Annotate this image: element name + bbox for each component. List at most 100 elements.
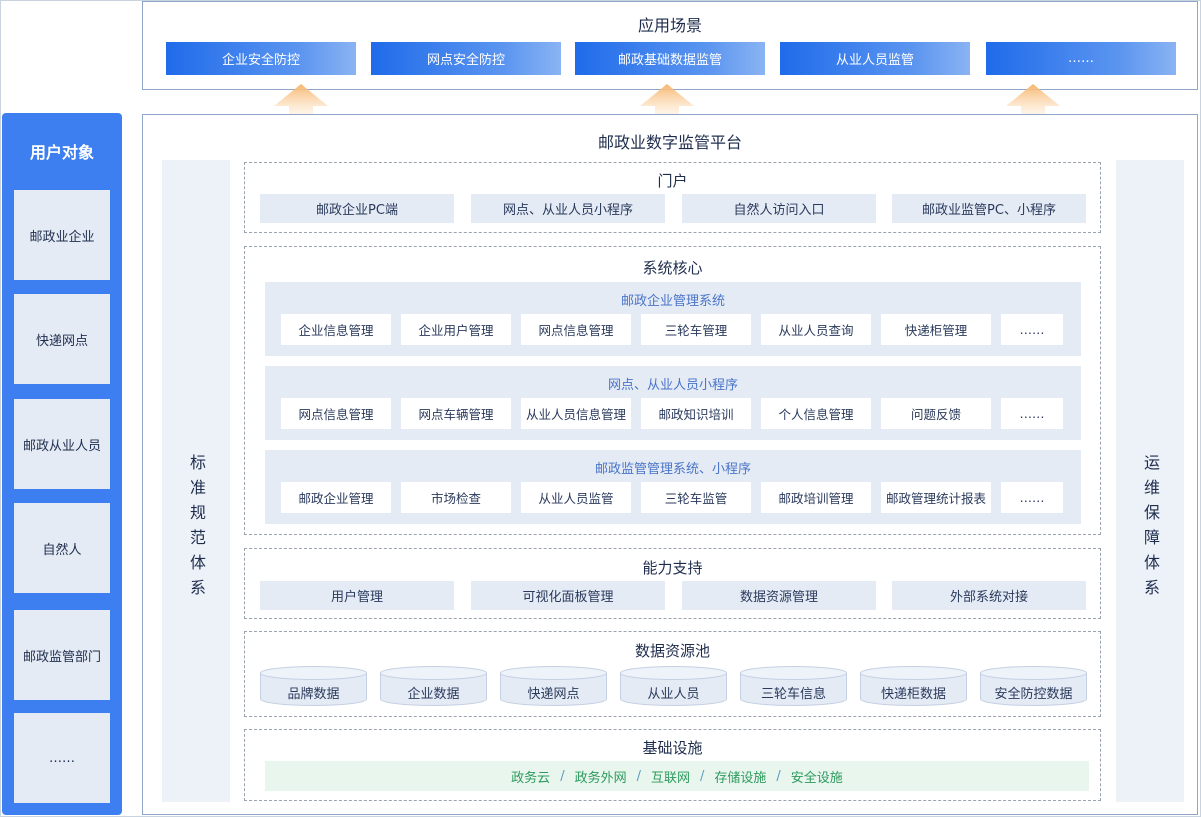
module-item: 三轮车管理 [641, 314, 751, 345]
scenarios-title: 应用场景 [637, 16, 702, 35]
portal-item: 邮政企业PC端 [260, 194, 454, 223]
module-item: 从业人员信息管理 [521, 398, 631, 429]
up-arrow-icon [1006, 84, 1060, 118]
standards-sidebar: 标准规范体系 [162, 160, 230, 802]
data-pool-title: 数据资源池 [634, 642, 710, 660]
data-cylinder: 三轮车信息 [740, 666, 847, 706]
core-title: 系统核心 [642, 259, 703, 277]
portal-section: 门户 邮政企业PC端 网点、从业人员小程序 自然人访问入口 邮政业监管PC、小程… [244, 162, 1101, 233]
infrastructure-separator: / [776, 768, 781, 784]
module-item: 邮政知识培训 [641, 398, 751, 429]
operations-label: 运维保障体系 [1141, 454, 1160, 604]
capability-title: 能力支持 [642, 559, 703, 577]
infrastructure-item: 政务外网 [574, 770, 627, 786]
infrastructure-item: 互联网 [650, 770, 690, 786]
user-object-item: 快递网点 [14, 294, 110, 384]
infrastructure-item: 政务云 [511, 770, 551, 786]
module-item: …… [1001, 314, 1063, 345]
up-arrow-icon [274, 84, 328, 118]
scenario-item: …… [986, 42, 1176, 75]
data-cylinder: 从业人员 [620, 666, 727, 706]
up-arrow-icon [640, 84, 694, 118]
scenario-item: 从业人员监管 [780, 42, 970, 75]
module-item: 快递柜管理 [881, 314, 991, 345]
core-section: 系统核心 邮政企业管理系统 企业信息管理 企业用户管理 网点信息管理 三轮车管理… [244, 246, 1101, 535]
module-item: 网点信息管理 [521, 314, 631, 345]
scenario-item: 网点安全防控 [371, 42, 561, 75]
capability-item: 可视化面板管理 [471, 581, 665, 610]
module-item: 邮政培训管理 [761, 482, 871, 513]
user-object-item: 邮政监管部门 [14, 610, 110, 700]
data-cylinder-label: 企业数据 [407, 687, 460, 702]
infrastructure-section: 基础设施 政务云 / 政务外网 / 互联网 / 存储设施 / 安全设施 [244, 729, 1101, 801]
module-item: 个人信息管理 [761, 398, 871, 429]
infrastructure-item: 安全设施 [790, 770, 843, 786]
data-cylinder-label: 三轮车信息 [760, 687, 826, 702]
module-item: 企业用户管理 [401, 314, 511, 345]
data-cylinder-label: 安全防控数据 [994, 687, 1073, 702]
data-cylinder: 安全防控数据 [980, 666, 1087, 706]
scenario-item: 邮政基础数据监管 [575, 42, 765, 75]
standards-label: 标准规范体系 [187, 454, 206, 604]
infrastructure-separator: / [636, 768, 641, 784]
platform-title: 邮政业数字监管平台 [597, 133, 742, 152]
database-cylinder-icon [740, 666, 847, 706]
user-object-item: 自然人 [14, 503, 110, 593]
core-group-title: 网点、从业人员小程序 [607, 378, 738, 393]
module-item: 网点车辆管理 [401, 398, 511, 429]
data-cylinder: 品牌数据 [260, 666, 367, 706]
user-object-item: …… [14, 713, 110, 803]
core-group-title: 邮政监管管理系统、小程序 [594, 462, 751, 477]
platform-panel: 邮政业数字监管平台 标准规范体系 运维保障体系 门户 邮政企业PC端 网点、从业… [142, 114, 1198, 815]
database-cylinder-icon [500, 666, 607, 706]
infrastructure-bar: 政务云 / 政务外网 / 互联网 / 存储设施 / 安全设施 [265, 761, 1089, 791]
infrastructure-title: 基础设施 [642, 739, 703, 757]
capability-section: 能力支持 用户管理 可视化面板管理 数据资源管理 外部系统对接 [244, 548, 1101, 619]
database-cylinder-icon [860, 666, 967, 706]
data-cylinder: 企业数据 [380, 666, 487, 706]
user-object-item: 邮政从业人员 [14, 399, 110, 489]
module-item: 市场检查 [401, 482, 511, 513]
module-item: …… [1001, 482, 1063, 513]
data-cylinder-label: 快递柜数据 [880, 687, 946, 702]
user-object-item: 邮政业企业 [14, 190, 110, 280]
core-group: 邮政监管管理系统、小程序 邮政企业管理 市场检查 从业人员监管 三轮车监管 邮政… [265, 450, 1081, 524]
core-group-title: 邮政企业管理系统 [620, 294, 725, 309]
module-item: 企业信息管理 [281, 314, 391, 345]
infrastructure-item: 存储设施 [714, 770, 767, 786]
user-objects-title: 用户对象 [29, 143, 94, 162]
data-cylinder-label: 品牌数据 [287, 687, 340, 702]
scenarios-panel: 应用场景 企业安全防控 网点安全防控 邮政基础数据监管 从业人员监管 …… [142, 1, 1198, 90]
scenario-item: 企业安全防控 [166, 42, 356, 75]
module-item: 从业人员查询 [761, 314, 871, 345]
database-cylinder-icon [380, 666, 487, 706]
data-cylinder: 快递网点 [500, 666, 607, 706]
module-item: 邮政企业管理 [281, 482, 391, 513]
data-cylinder-label: 快递网点 [527, 687, 580, 702]
module-item: 从业人员监管 [521, 482, 631, 513]
portal-item: 网点、从业人员小程序 [471, 194, 665, 223]
portal-item: 自然人访问入口 [682, 194, 876, 223]
infrastructure-separator: / [560, 768, 565, 784]
capability-item: 外部系统对接 [892, 581, 1086, 610]
capability-item: 用户管理 [260, 581, 454, 610]
user-objects-panel: 用户对象 邮政业企业 快递网点 邮政从业人员 自然人 邮政监管部门 …… [2, 113, 122, 815]
data-cylinder: 快递柜数据 [860, 666, 967, 706]
module-item: 三轮车监管 [641, 482, 751, 513]
module-item: 问题反馈 [881, 398, 991, 429]
data-pool-section: 数据资源池 品牌数据 企业数据 快递网点 从业人员 三轮车信息 快递柜数据 安全防控数据 [244, 631, 1101, 717]
database-cylinder-icon [260, 666, 367, 706]
portal-item: 邮政业监管PC、小程序 [892, 194, 1086, 223]
database-cylinder-icon [980, 666, 1087, 706]
module-item: 邮政管理统计报表 [881, 482, 991, 513]
infrastructure-separator: / [700, 768, 705, 784]
core-group: 邮政企业管理系统 企业信息管理 企业用户管理 网点信息管理 三轮车管理 从业人员… [265, 282, 1081, 356]
data-cylinder-label: 从业人员 [647, 687, 700, 702]
module-item: …… [1001, 398, 1063, 429]
core-group: 网点、从业人员小程序 网点信息管理 网点车辆管理 从业人员信息管理 邮政知识培训… [265, 366, 1081, 440]
module-item: 网点信息管理 [281, 398, 391, 429]
portal-title: 门户 [657, 172, 688, 190]
operations-sidebar: 运维保障体系 [1116, 160, 1184, 802]
database-cylinder-icon [620, 666, 727, 706]
capability-item: 数据资源管理 [682, 581, 876, 610]
